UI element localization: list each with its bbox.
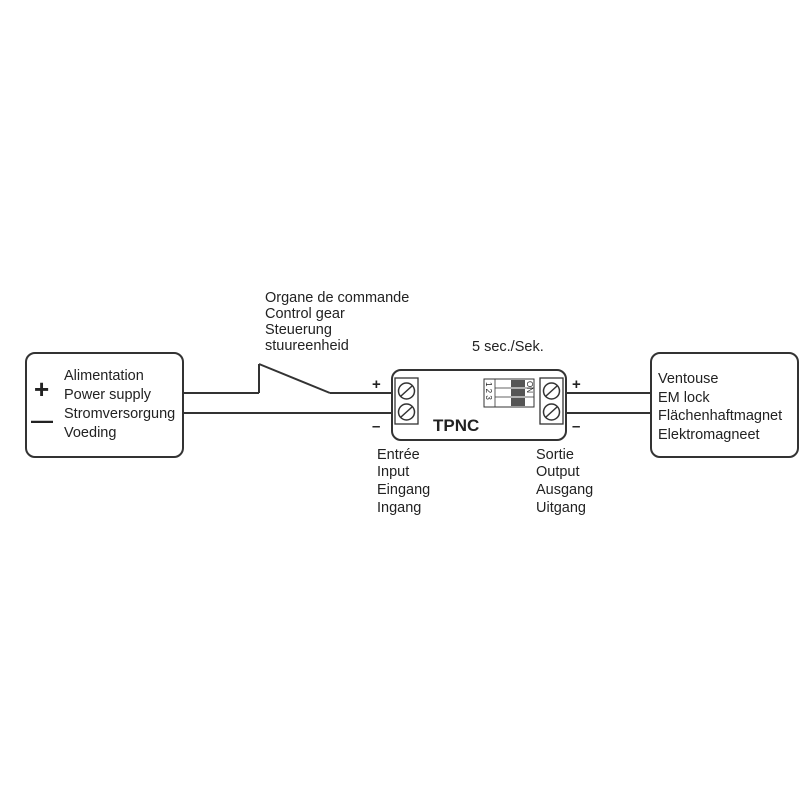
dip-switch: ON 1 2 3 xyxy=(483,378,535,408)
control-gear-label: Organe de commande Control gear Steuerun… xyxy=(265,290,409,354)
module-name: TPNC xyxy=(433,416,479,435)
dip-switch-housing xyxy=(483,378,535,408)
control-gear-label-de: Steuerung xyxy=(265,322,332,338)
input-label-de: Eingang xyxy=(377,482,430,498)
dip-numbers-label: 1 2 3 xyxy=(484,382,493,400)
output-plus-sign: + xyxy=(572,376,581,393)
em-lock-box xyxy=(650,352,799,458)
power-supply-label-fr: Alimentation xyxy=(64,368,144,384)
timer-label: 5 sec./Sek. xyxy=(472,339,544,355)
output-label-en: Output xyxy=(536,464,580,480)
input-label-en: Input xyxy=(377,464,409,480)
output-label-nl: Uitgang xyxy=(536,500,586,516)
input-minus-sign: – xyxy=(372,418,380,435)
control-gear-label-fr: Organe de commande xyxy=(265,290,409,306)
dip-slider-2 xyxy=(511,389,525,396)
control-switch xyxy=(258,363,331,394)
em-lock-label-fr: Ventouse xyxy=(658,371,718,387)
output-label-de: Ausgang xyxy=(536,482,593,498)
power-supply-minus: — xyxy=(31,408,53,433)
input-wiring xyxy=(183,363,392,414)
em-lock-label-en: EM lock xyxy=(658,390,710,406)
input-label-nl: Ingang xyxy=(377,500,421,516)
input-terminal-block xyxy=(394,377,419,425)
power-supply-label-en: Power supply xyxy=(64,387,152,403)
power-supply-label-nl: Voeding xyxy=(64,425,116,441)
control-gear-label-nl: stuureenheid xyxy=(265,338,349,354)
output-label-fr: Sortie xyxy=(536,447,574,463)
output-minus-sign: – xyxy=(572,418,580,435)
output-wiring xyxy=(566,392,651,414)
power-supply-box xyxy=(25,352,184,458)
tpnc-module: 5 sec./Sek. + – ON 1 2 3 TPNC xyxy=(372,339,593,516)
control-gear-label-en: Control gear xyxy=(265,306,345,322)
input-label-fr: Entrée xyxy=(377,447,420,463)
power-supply-block: + — Alimentation Power supply Stromverso… xyxy=(25,352,184,458)
input-plus-sign: + xyxy=(372,376,381,393)
em-lock-label-nl: Elektromagneet xyxy=(658,427,760,443)
dip-slider-3 xyxy=(511,398,525,406)
em-lock-label-de: Flächenhaftmagnet xyxy=(658,408,782,424)
power-supply-label-de: Stromversorgung xyxy=(64,406,175,422)
em-lock-block: Ventouse EM lock Flächenhaftmagnet Elekt… xyxy=(650,352,799,458)
power-supply-plus: + xyxy=(34,374,49,404)
output-terminal-block xyxy=(539,377,564,425)
dip-on-label: ON xyxy=(525,381,534,393)
dip-slider-1 xyxy=(511,380,525,387)
